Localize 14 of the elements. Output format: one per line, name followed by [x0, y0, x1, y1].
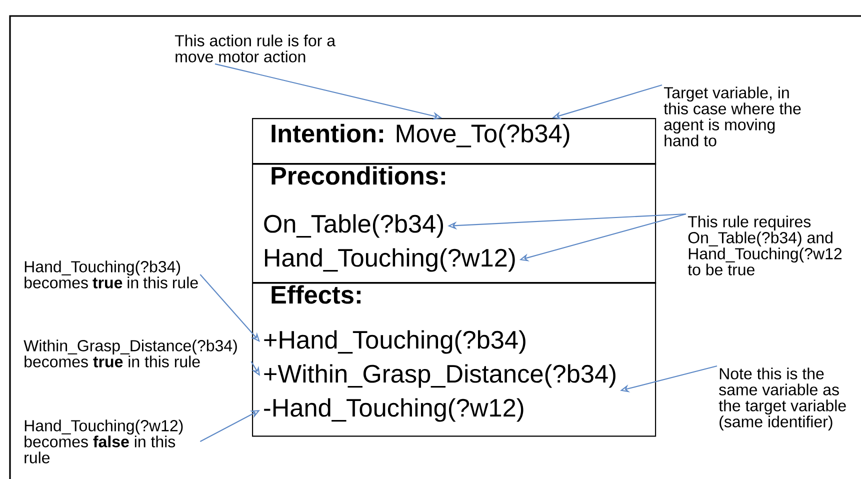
annotation-text: Hand_Touching(?w12) becomes false in this rule	[24, 420, 183, 464]
annotation-text: This rule requires On_Table(?b34) and Hand_Touching(?w12 to be true	[688, 216, 842, 276]
condition-text: +Within_Grasp_Distance(?b34)	[264, 364, 616, 388]
rule-section: Intention: Move_To(?b34)	[252, 118, 656, 165]
arrow	[200, 274, 260, 342]
annotation-text: This action rule is for a move motor action	[174, 34, 336, 62]
condition-text: -Hand_Touching(?w12)	[264, 398, 524, 422]
annotation-text: Within_Grasp_Distance(?b34) becomes true in this rule	[24, 340, 237, 368]
condition-text: Hand_Touching(?w12)	[265, 248, 515, 272]
condition-text: On_Table(?b34)	[264, 214, 444, 238]
annotation-text: Note this is the same variable as the target variable (same identifier)	[718, 368, 846, 430]
annotation-text: Target variable, in this case where the agent is moving hand to	[664, 86, 801, 146]
annotation-text: Hand_Touching(?b34) becomes true in this rule	[24, 260, 198, 288]
condition-text: +Hand_Touching(?b34)	[264, 330, 526, 354]
